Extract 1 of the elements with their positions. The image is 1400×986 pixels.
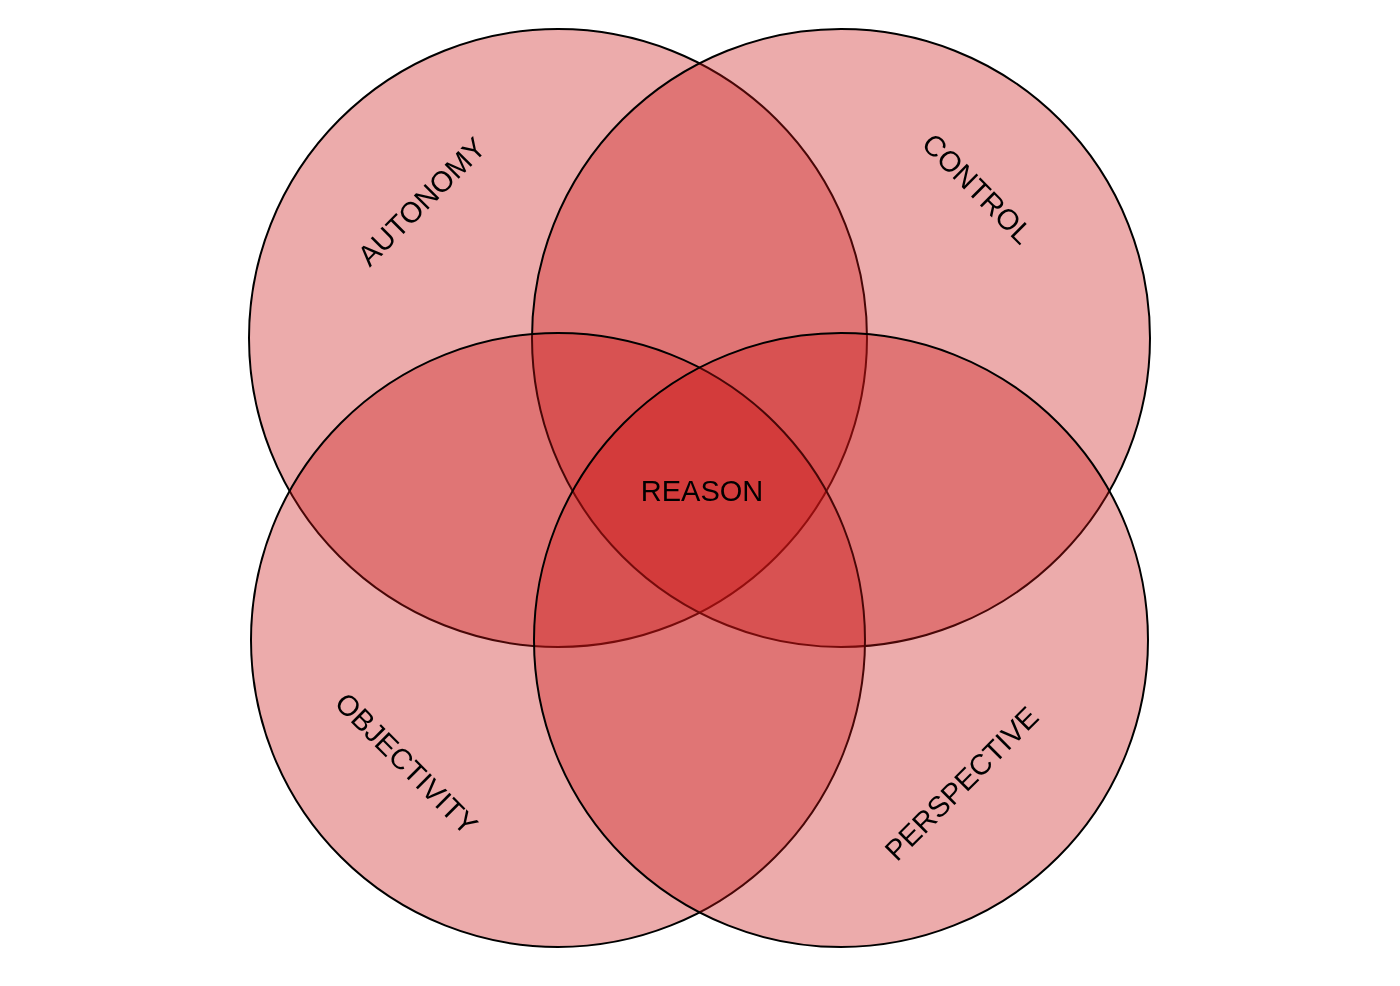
center-label: REASON <box>640 476 764 506</box>
